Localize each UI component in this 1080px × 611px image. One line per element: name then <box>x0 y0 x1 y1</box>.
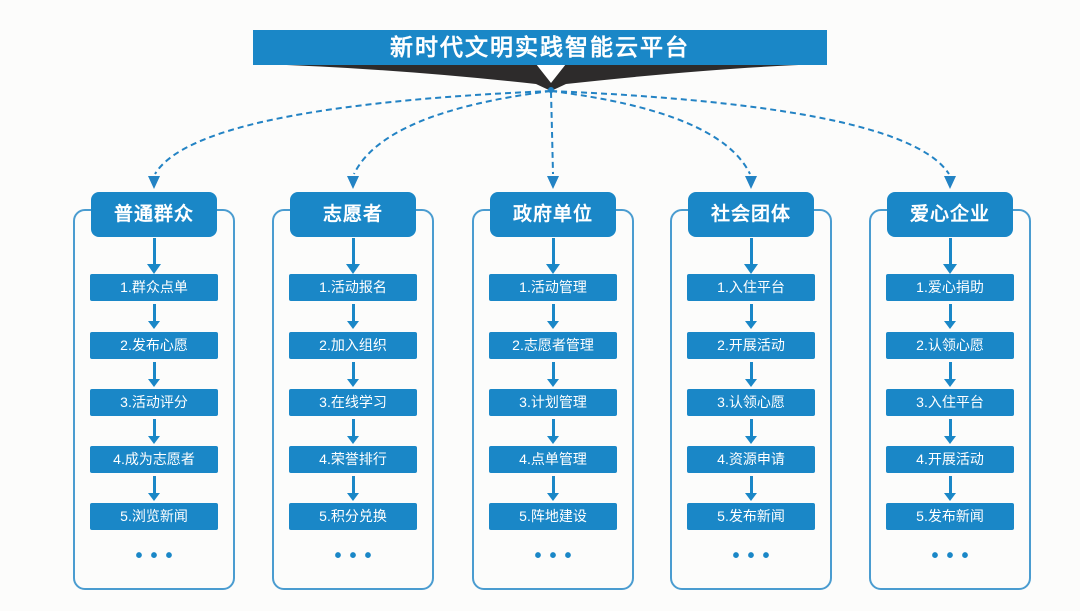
flow-step: 5.浏览新闻 <box>90 503 218 530</box>
flow-step: 3.活动评分 <box>90 389 218 416</box>
down-arrow-icon <box>745 304 757 329</box>
flow-step: 5.发布新闻 <box>886 503 1014 530</box>
down-arrow-icon <box>745 419 757 444</box>
flow-step: 4.成为志愿者 <box>90 446 218 473</box>
ellipsis-dots: ••• <box>135 545 181 567</box>
down-arrow-icon <box>148 362 160 387</box>
down-arrow-icon <box>745 362 757 387</box>
connector-path-2 <box>353 90 552 175</box>
down-arrow-icon <box>147 238 161 274</box>
flow-step: 2.发布心愿 <box>90 332 218 359</box>
down-arrow-icon <box>943 238 957 274</box>
flow-step: 5.阵地建设 <box>489 503 617 530</box>
banner-ribbon <box>258 64 822 91</box>
flow-step: 3.计划管理 <box>489 389 617 416</box>
down-arrow-icon <box>547 362 559 387</box>
platform-banner: 新时代文明实践智能云平台 <box>253 30 827 65</box>
column-header: 爱心企业 <box>887 192 1013 237</box>
down-arrow-icon <box>944 362 956 387</box>
flow-step: 1.活动管理 <box>489 274 617 301</box>
down-arrow-icon <box>148 419 160 444</box>
hub-dot-icon <box>548 87 554 93</box>
flow-step: 4.资源申请 <box>687 446 815 473</box>
platform-title: 新时代文明实践智能云平台 <box>390 34 690 60</box>
column-header: 志愿者 <box>290 192 416 237</box>
flow-step: 1.活动报名 <box>289 274 417 301</box>
flow-step: 2.认领心愿 <box>886 332 1014 359</box>
flow-step: 4.点单管理 <box>489 446 617 473</box>
flow-step: 5.发布新闻 <box>687 503 815 530</box>
down-arrow-icon <box>547 304 559 329</box>
connector-path-3 <box>550 91 554 175</box>
flow-step: 4.荣誉排行 <box>289 446 417 473</box>
banner-down-triangle-icon <box>536 64 566 83</box>
role-column: 社会团体 1.入住平台 2.开展活动 3.认领心愿 4.资源申请 5.发布新闻 ••• <box>651 185 851 611</box>
down-arrow-icon <box>547 476 559 501</box>
flow-step: 1.爱心捐助 <box>886 274 1014 301</box>
connector-path-5 <box>550 90 950 175</box>
column-header: 普通群众 <box>91 192 217 237</box>
down-arrow-icon <box>347 362 359 387</box>
connector-path-4 <box>550 90 751 175</box>
flow-step: 5.积分兑换 <box>289 503 417 530</box>
connector-path-1 <box>154 90 552 175</box>
down-arrow-icon <box>148 304 160 329</box>
down-arrow-icon <box>744 238 758 274</box>
role-column: 普通群众 1.群众点单 2.发布心愿 3.活动评分 4.成为志愿者 5.浏览新闻 ••• <box>54 185 254 611</box>
flow-step: 3.认领心愿 <box>687 389 815 416</box>
down-arrow-icon <box>148 476 160 501</box>
down-arrow-icon <box>347 476 359 501</box>
column-header: 社会团体 <box>688 192 814 237</box>
ellipsis-dots: ••• <box>931 545 977 567</box>
flow-step: 4.开展活动 <box>886 446 1014 473</box>
down-arrow-icon <box>944 476 956 501</box>
down-arrow-icon <box>546 238 560 274</box>
role-column: 爱心企业 1.爱心捐助 2.认领心愿 3.入住平台 4.开展活动 5.发布新闻 ••• <box>850 185 1050 611</box>
ellipsis-dots: ••• <box>334 545 380 567</box>
down-arrow-icon <box>347 304 359 329</box>
role-column: 志愿者 1.活动报名 2.加入组织 3.在线学习 4.荣誉排行 5.积分兑换 ••• <box>253 185 453 611</box>
ellipsis-dots: ••• <box>732 545 778 567</box>
flow-step: 3.入住平台 <box>886 389 1014 416</box>
down-arrow-icon <box>745 476 757 501</box>
down-arrow-icon <box>346 238 360 274</box>
flow-step: 1.群众点单 <box>90 274 218 301</box>
down-arrow-icon <box>944 419 956 444</box>
down-arrow-icon <box>347 419 359 444</box>
ellipsis-dots: ••• <box>534 545 580 567</box>
flow-step: 2.开展活动 <box>687 332 815 359</box>
flow-step: 3.在线学习 <box>289 389 417 416</box>
down-arrow-icon <box>944 304 956 329</box>
down-arrow-icon <box>547 419 559 444</box>
flow-step: 2.志愿者管理 <box>489 332 617 359</box>
role-column: 政府单位 1.活动管理 2.志愿者管理 3.计划管理 4.点单管理 5.阵地建设 ••• <box>453 185 653 611</box>
column-header: 政府单位 <box>490 192 616 237</box>
flow-step: 1.入住平台 <box>687 274 815 301</box>
flow-step: 2.加入组织 <box>289 332 417 359</box>
